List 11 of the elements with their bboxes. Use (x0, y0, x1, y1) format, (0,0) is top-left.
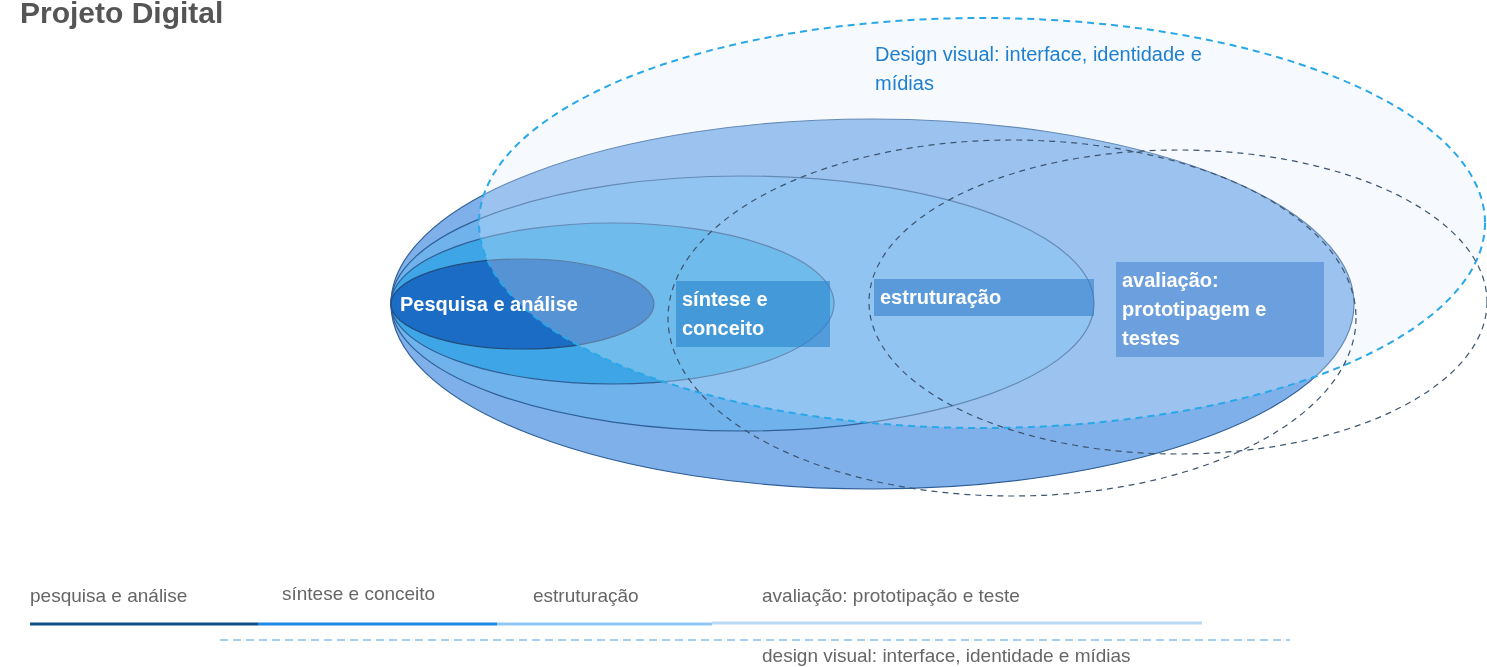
legend-label: design visual: interface, identidade e mídias (762, 645, 1131, 667)
region-label: síntese e conceito (676, 281, 830, 347)
region-label: estruturação (874, 279, 1094, 316)
region-label: Pesquisa e análise (400, 292, 579, 317)
region-label: avaliação: prototipagem e testes (1116, 262, 1324, 357)
legend-label: síntese e conceito (282, 583, 436, 605)
legend-label: pesquisa e análise (30, 585, 188, 607)
diagram-title: Projeto Digital (20, 0, 224, 30)
legend-label: avaliação: prototipação e teste (762, 585, 1020, 607)
legend-label: estruturação (533, 585, 639, 607)
region-label: Design visual: interface, identidade e mídias (875, 42, 1203, 96)
